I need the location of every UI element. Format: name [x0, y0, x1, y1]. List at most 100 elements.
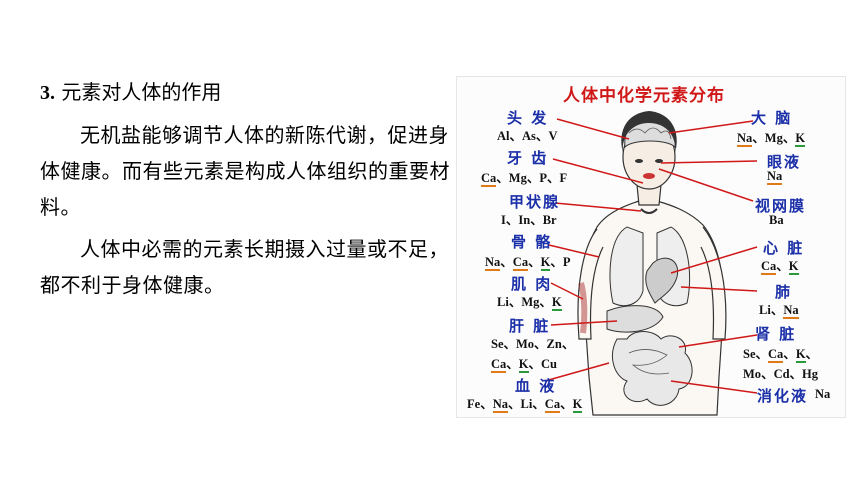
elements-digestive-fluid: Na — [815, 387, 830, 402]
element-symbol: K — [788, 259, 799, 275]
element-symbol: Ca — [491, 357, 507, 373]
element-symbol: Li — [759, 303, 771, 317]
element-symbol: Fe — [467, 397, 481, 411]
element-symbol: Ca — [544, 397, 561, 413]
element-symbol: 、 — [500, 255, 513, 269]
heart — [645, 257, 679, 304]
element-symbol: P — [539, 171, 547, 185]
element-symbol: Na — [767, 169, 783, 185]
elements-heart: Ca、K — [761, 255, 799, 275]
element-symbol: Ca — [481, 171, 497, 187]
thyroid — [640, 208, 658, 214]
label-teeth: 牙 齿 — [507, 149, 549, 167]
elements-thyroid: I、In、Br — [501, 209, 557, 228]
element-symbol: As — [522, 129, 536, 143]
left-lung — [609, 226, 644, 307]
element-symbol: K — [795, 347, 806, 363]
element-symbol: 、 — [528, 255, 541, 269]
element-symbol: Ba — [769, 213, 784, 227]
label-retina: 视网膜 — [755, 197, 807, 215]
element-symbol: Li — [497, 295, 509, 309]
elements-kidney-1: Se、Ca、K、 — [743, 343, 819, 363]
element-symbol: Na — [737, 131, 753, 147]
hair — [621, 111, 677, 153]
elements-liver-2: Ca、K、Cu — [491, 353, 557, 373]
element-symbol: 、 — [480, 397, 493, 411]
element-symbol: Na — [485, 255, 501, 271]
label-thyroid: 甲状腺 — [509, 193, 561, 211]
element-symbol: 、 — [560, 397, 573, 411]
label-heart: 心 脏 — [763, 239, 805, 257]
element-symbol: 、 — [506, 357, 519, 371]
element-symbol: Se — [743, 347, 756, 361]
label-digestive-fluid: 消化液 — [757, 387, 809, 405]
element-symbol: 、Mg、 — [752, 131, 796, 145]
label-bones: 骨 骼 — [511, 233, 553, 251]
element-symbol: Na — [815, 387, 831, 401]
section-number: 3. — [40, 82, 55, 104]
intestines — [612, 331, 693, 406]
element-symbol: K — [551, 295, 562, 311]
elements-eye-fluid: Na — [767, 169, 783, 185]
elements-teeth: Ca、Mg、P、F — [481, 167, 568, 187]
label-hair: 头 发 — [507, 109, 549, 127]
paragraph-2: 人体中必需的元素长期摄入过量或不足，都不利于身体健康。 — [40, 237, 449, 297]
paragraph-1: 无机盐能够调节人体的新陈代谢，促进身体健康。而有些元素是构成人体组织的重要材料。 — [40, 123, 450, 219]
element-symbol: 、 — [755, 347, 769, 361]
section-heading: 3. 元素对人体的作用 — [40, 78, 450, 107]
element-symbol: Ca — [768, 347, 784, 363]
element-symbol: 、Mg、 — [496, 171, 540, 185]
label-kidney: 肾 脏 — [755, 325, 797, 343]
mouth — [643, 173, 655, 179]
element-symbol: 、Cd、Hg — [761, 367, 819, 381]
label-eye-fluid: 眼液 — [767, 153, 802, 171]
element-symbol: Br — [542, 213, 557, 227]
element-symbol: 、P — [550, 255, 571, 269]
diagram-title: 人体中化学元素分布 — [563, 86, 725, 106]
section-title: 元素对人体的作用 — [61, 80, 222, 104]
body-illustration — [544, 111, 758, 416]
elements-kidney-2: Mo、Cd、Hg — [743, 363, 818, 382]
element-symbol: 、Mo、Zn、 — [503, 337, 575, 351]
right-arm — [700, 226, 727, 340]
element-symbol: Na — [783, 303, 799, 319]
text-content: 3. 元素对人体的作用 无机盐能够调节人体的新陈代谢，促进身体健康。而有些元素是… — [40, 78, 450, 309]
elements-lung: Li、Na — [759, 299, 799, 319]
label-lung: 肺 — [775, 283, 793, 301]
elements-blood: Fe、Na、Li、Ca、K — [467, 393, 583, 413]
body-element-diagram: 人体中化学元素分布 头 发 Al、As、V 牙 齿 Ca、Mg、P、F 甲状腺 … — [456, 76, 846, 418]
element-symbol: Se — [491, 337, 504, 351]
element-symbol: 、 — [546, 171, 560, 185]
label-muscle: 肌 肉 — [511, 275, 553, 293]
elements-brain: Na、Mg、K — [737, 127, 806, 147]
label-blood: 血 液 — [515, 377, 557, 395]
element-symbol: F — [559, 171, 568, 185]
elements-hair: Al、As、V — [497, 125, 557, 144]
element-symbol: 、Mg、 — [508, 295, 552, 309]
elements-retina: Ba — [769, 213, 784, 228]
element-symbol: Ca — [512, 255, 529, 271]
arm-muscle — [578, 282, 588, 334]
element-symbol: Na — [492, 397, 508, 413]
element-symbol: V — [548, 129, 558, 143]
element-symbol: 、 — [783, 347, 796, 361]
element-symbol: 、 — [776, 259, 789, 273]
element-symbol: Al — [497, 129, 510, 143]
elements-bones: Na、Ca、K、P — [485, 251, 571, 271]
element-symbol: 、 — [535, 129, 549, 143]
elements-muscle: Li、Mg、K — [497, 291, 562, 311]
label-liver: 肝 脏 — [509, 317, 551, 335]
label-brain: 大 脑 — [751, 109, 793, 127]
pointer-lines — [544, 118, 758, 394]
element-symbol: I — [501, 213, 506, 227]
element-symbol: 、Li、 — [507, 397, 545, 411]
element-symbol: 、In、 — [505, 213, 543, 227]
element-symbol: K — [795, 131, 806, 147]
liver — [606, 305, 664, 333]
element-symbol: Ca — [761, 259, 777, 275]
element-symbol: 、 — [509, 129, 523, 143]
elements-liver-1: Se、Mo、Zn、 — [491, 333, 574, 352]
element-symbol: 、 — [770, 303, 784, 317]
element-symbol: K — [540, 255, 551, 271]
element-symbol: 、 — [805, 347, 819, 361]
